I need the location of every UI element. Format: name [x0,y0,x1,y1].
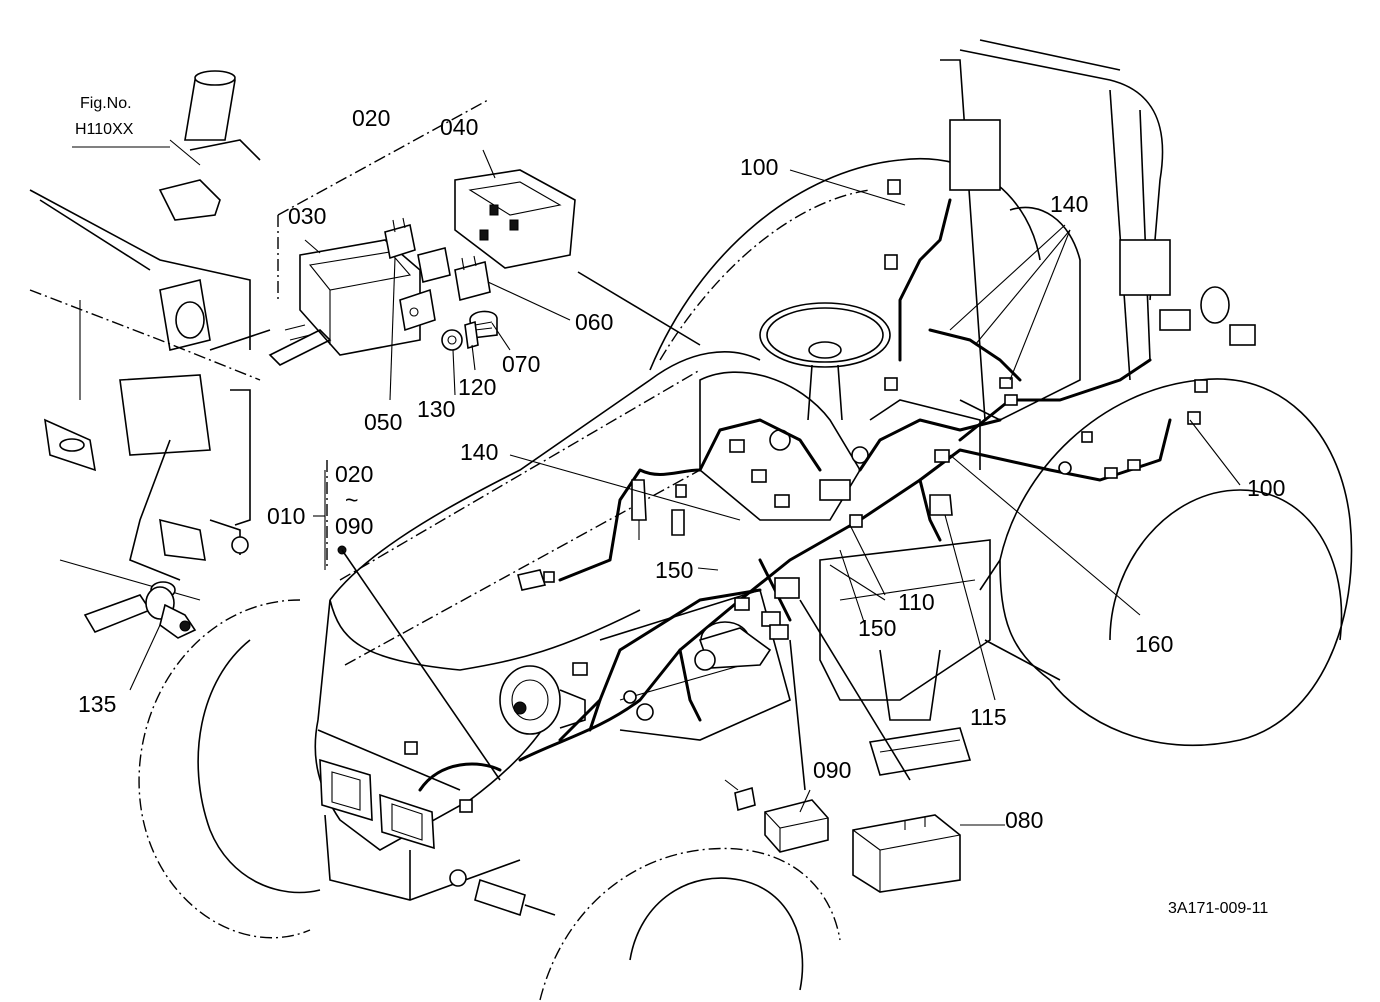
washer-130 [441,329,463,351]
callout-130: 130 [417,396,455,422]
harness-connectors [404,179,1208,813]
fig-no-label: Fig.No. [80,95,132,112]
wire-harness [418,198,1172,792]
dashboard-panel [699,371,869,521]
leader-lines [72,99,1241,826]
callout-140-top: 140 [1050,191,1088,217]
relay-080 [852,814,961,893]
alternator [499,665,586,735]
relay-090 [724,779,829,853]
callout-030: 030 [288,203,326,229]
callout-070: 070 [502,351,540,377]
brake-switch-inset [29,70,271,601]
callout-range-to: 090 [335,513,373,539]
callout-100-right: 100 [1247,475,1285,501]
callout-010: 010 [267,503,305,529]
callout-020: 020 [352,105,390,131]
callout-150-left: 150 [655,557,693,583]
callout-040: 040 [440,114,478,140]
callout-range-tilde: ~ [345,487,358,513]
callout-060: 060 [575,309,613,335]
callout-range-from: 020 [335,461,373,487]
drawing-number: 3A171-009-11 [1168,900,1268,917]
callout-115: 115 [970,704,1007,730]
callout-150-right: 150 [858,615,896,641]
callout-110: 110 [898,589,935,615]
fuse-050 [384,217,416,260]
callout-140-mid: 140 [460,439,498,465]
fig-ref-label: H110XX [75,121,134,138]
fuse-060 [417,247,491,301]
starter-motor [694,621,772,671]
relay-socket [868,727,972,776]
callout-160: 160 [1135,631,1173,657]
rear-lamp-assembly [949,119,1256,346]
callout-120: 120 [458,374,496,400]
callout-080: 080 [1005,807,1043,833]
callout-135: 135 [78,691,116,717]
brake-switch-part-135 [83,586,197,639]
callout-050: 050 [364,409,402,435]
tractor-body-outline [138,39,1353,1001]
callout-100-top: 100 [740,154,778,180]
fuel-filter [449,869,556,917]
steering-wheel [759,302,891,421]
callout-090: 090 [813,757,851,783]
fuse-box-cover-040 [454,169,576,269]
nut-120 [464,320,479,350]
fuse-box-housing-030 [268,239,436,366]
headlight-right [379,793,435,850]
headlight-left [319,758,373,822]
